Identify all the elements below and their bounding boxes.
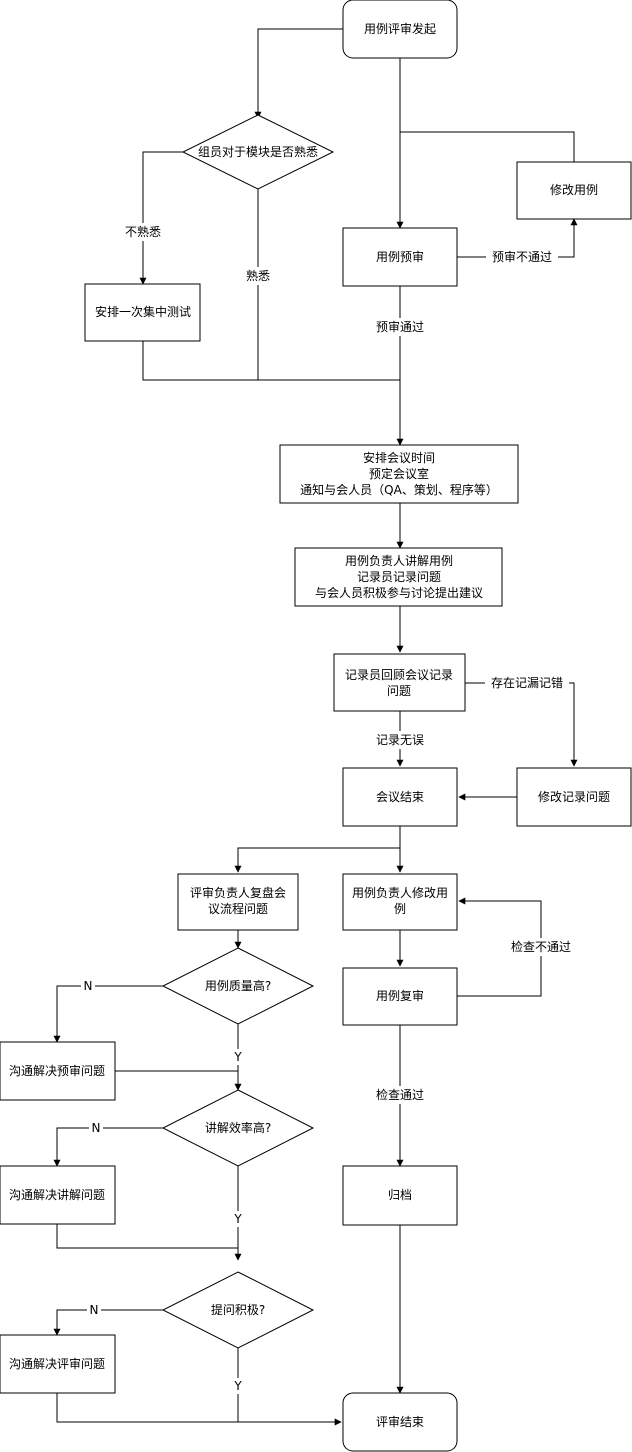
label-check-pass: 检查通过 — [370, 1086, 430, 1104]
svg-text:用例负责人讲解用例: 用例负责人讲解用例 — [345, 553, 453, 568]
svg-text:评审负责人复盘会: 评审负责人复盘会 — [190, 885, 286, 900]
svg-text:提问积极?: 提问积极? — [211, 1302, 265, 1317]
svg-text:用例复审: 用例复审 — [376, 988, 424, 1003]
label-record-ok: 记录无误 — [370, 731, 430, 749]
svg-text:沟通解决预审问题: 沟通解决预审问题 — [9, 1063, 105, 1078]
svg-text:预定会议室: 预定会议室 — [369, 466, 429, 481]
label-pre-pass: 预审通过 — [370, 318, 430, 336]
svg-text:Y: Y — [233, 1050, 242, 1064]
svg-text:议流程问题: 议流程问题 — [208, 901, 268, 916]
edge-familiar-to-focustest — [139, 151, 183, 285]
edge-solvereview-to-end — [56, 1393, 342, 1426]
node-efficiency-question: 讲解效率高? — [161, 1089, 315, 1167]
svg-text:熟悉: 熟悉 — [246, 268, 270, 283]
svg-text:安排一次集中测试: 安排一次集中测试 — [95, 304, 191, 319]
label-n1: N — [81, 978, 95, 994]
svg-text:组员对于模块是否熟悉: 组员对于模块是否熟悉 — [198, 144, 318, 159]
svg-text:问题: 问题 — [387, 684, 411, 698]
node-end: 评审结束 — [342, 1392, 458, 1452]
svg-text:用例评审发起: 用例评审发起 — [364, 21, 436, 36]
label-y2: Y — [231, 1211, 245, 1227]
svg-text:检查不通过: 检查不通过 — [511, 939, 571, 954]
svg-text:例: 例 — [394, 902, 406, 916]
label-n2: N — [89, 1120, 103, 1136]
node-start: 用例评审发起 — [342, 0, 458, 59]
node-arrange: 安排会议时间 预定会议室 通知与会人员（QA、策划、程序等） — [279, 444, 519, 504]
svg-text:修改用例: 修改用例 — [550, 182, 598, 197]
edge-quality-to-solvepre — [53, 985, 163, 1043]
edge-active-to-solvereview — [53, 1309, 163, 1336]
node-review-record: 记录员回顾会议记录 问题 — [333, 653, 466, 712]
svg-text:预审不通过: 预审不通过 — [492, 249, 552, 264]
svg-text:通知与会人员（QA、策划、程序等）: 通知与会人员（QA、策划、程序等） — [300, 482, 498, 497]
svg-text:记录无误: 记录无误 — [376, 733, 424, 747]
node-solve-explain: 沟通解决讲解问题 — [0, 1165, 116, 1225]
svg-text:N: N — [92, 1121, 101, 1135]
svg-text:安排会议时间: 安排会议时间 — [363, 450, 435, 465]
node-recheck: 用例复审 — [342, 967, 458, 1026]
node-archive: 归档 — [342, 1165, 458, 1226]
svg-text:记录员回顾会议记录: 记录员回顾会议记录 — [345, 668, 453, 682]
svg-text:检查通过: 检查通过 — [376, 1087, 424, 1102]
svg-text:会议结束: 会议结束 — [376, 790, 424, 804]
node-active-question: 提问积极? — [161, 1271, 315, 1349]
node-owner-edit: 用例负责人修改用 例 — [342, 873, 458, 931]
edge-focustest-to-merge — [142, 341, 400, 381]
svg-text:记录员记录问题: 记录员记录问题 — [357, 570, 441, 584]
edge-reviewrecord-to-editrecord — [465, 682, 578, 767]
svg-text:预审通过: 预审通过 — [376, 319, 424, 334]
node-solve-review: 沟通解决评审问题 — [0, 1334, 116, 1394]
edge-efficiency-to-solveexplain — [53, 1127, 163, 1167]
edge-solveexplain-to-merge — [56, 1224, 238, 1249]
svg-text:评审结束: 评审结束 — [376, 1414, 424, 1429]
label-y1: Y — [231, 1049, 245, 1065]
svg-text:N: N — [84, 979, 93, 993]
svg-text:用例负责人修改用: 用例负责人修改用 — [352, 885, 448, 900]
svg-text:Y: Y — [233, 1379, 242, 1393]
edge-editcase-to-main — [400, 131, 575, 162]
svg-text:Y: Y — [233, 1212, 242, 1226]
label-familiar: 熟悉 — [240, 267, 276, 285]
node-retro: 评审负责人复盘会 议流程问题 — [177, 873, 299, 931]
svg-text:用例质量高?: 用例质量高? — [205, 978, 271, 993]
svg-text:用例预审: 用例预审 — [376, 249, 424, 264]
svg-text:N: N — [90, 1303, 99, 1317]
node-familiar-question: 组员对于模块是否熟悉 — [181, 114, 335, 190]
node-edit-record: 修改记录问题 — [516, 767, 632, 827]
node-meeting-end: 会议结束 — [342, 767, 458, 827]
node-edit-case: 修改用例 — [516, 161, 632, 220]
svg-text:沟通解决评审问题: 沟通解决评审问题 — [9, 1356, 105, 1371]
edge-start-to-familiar — [254, 28, 343, 119]
edge-meetingend-to-retro — [234, 847, 400, 873]
svg-text:与会人员积极参与讨论提出建议: 与会人员积极参与讨论提出建议 — [315, 585, 483, 600]
svg-text:沟通解决讲解问题: 沟通解决讲解问题 — [9, 1187, 105, 1202]
label-check-fail: 检查不通过 — [505, 938, 577, 956]
svg-text:不熟悉: 不熟悉 — [125, 224, 161, 239]
node-quality-question: 用例质量高? — [161, 947, 315, 1025]
label-n3: N — [87, 1302, 101, 1318]
label-pre-fail: 预审不通过 — [486, 248, 558, 266]
svg-text:修改记录问题: 修改记录问题 — [538, 789, 610, 804]
label-record-error: 存在记漏记错 — [485, 674, 569, 692]
label-unfamiliar: 不熟悉 — [119, 223, 167, 241]
svg-text:讲解效率高?: 讲解效率高? — [205, 1120, 271, 1135]
node-focus-test: 安排一次集中测试 — [84, 283, 201, 342]
label-y3: Y — [231, 1378, 245, 1394]
node-solve-pre: 沟通解决预审问题 — [0, 1041, 116, 1101]
node-pre-review: 用例预审 — [342, 227, 458, 287]
node-explain: 用例负责人讲解用例 记录员记录问题 与会人员积极参与讨论提出建议 — [294, 547, 503, 607]
svg-text:归档: 归档 — [388, 1188, 412, 1202]
svg-text:存在记漏记错: 存在记漏记错 — [491, 676, 563, 690]
